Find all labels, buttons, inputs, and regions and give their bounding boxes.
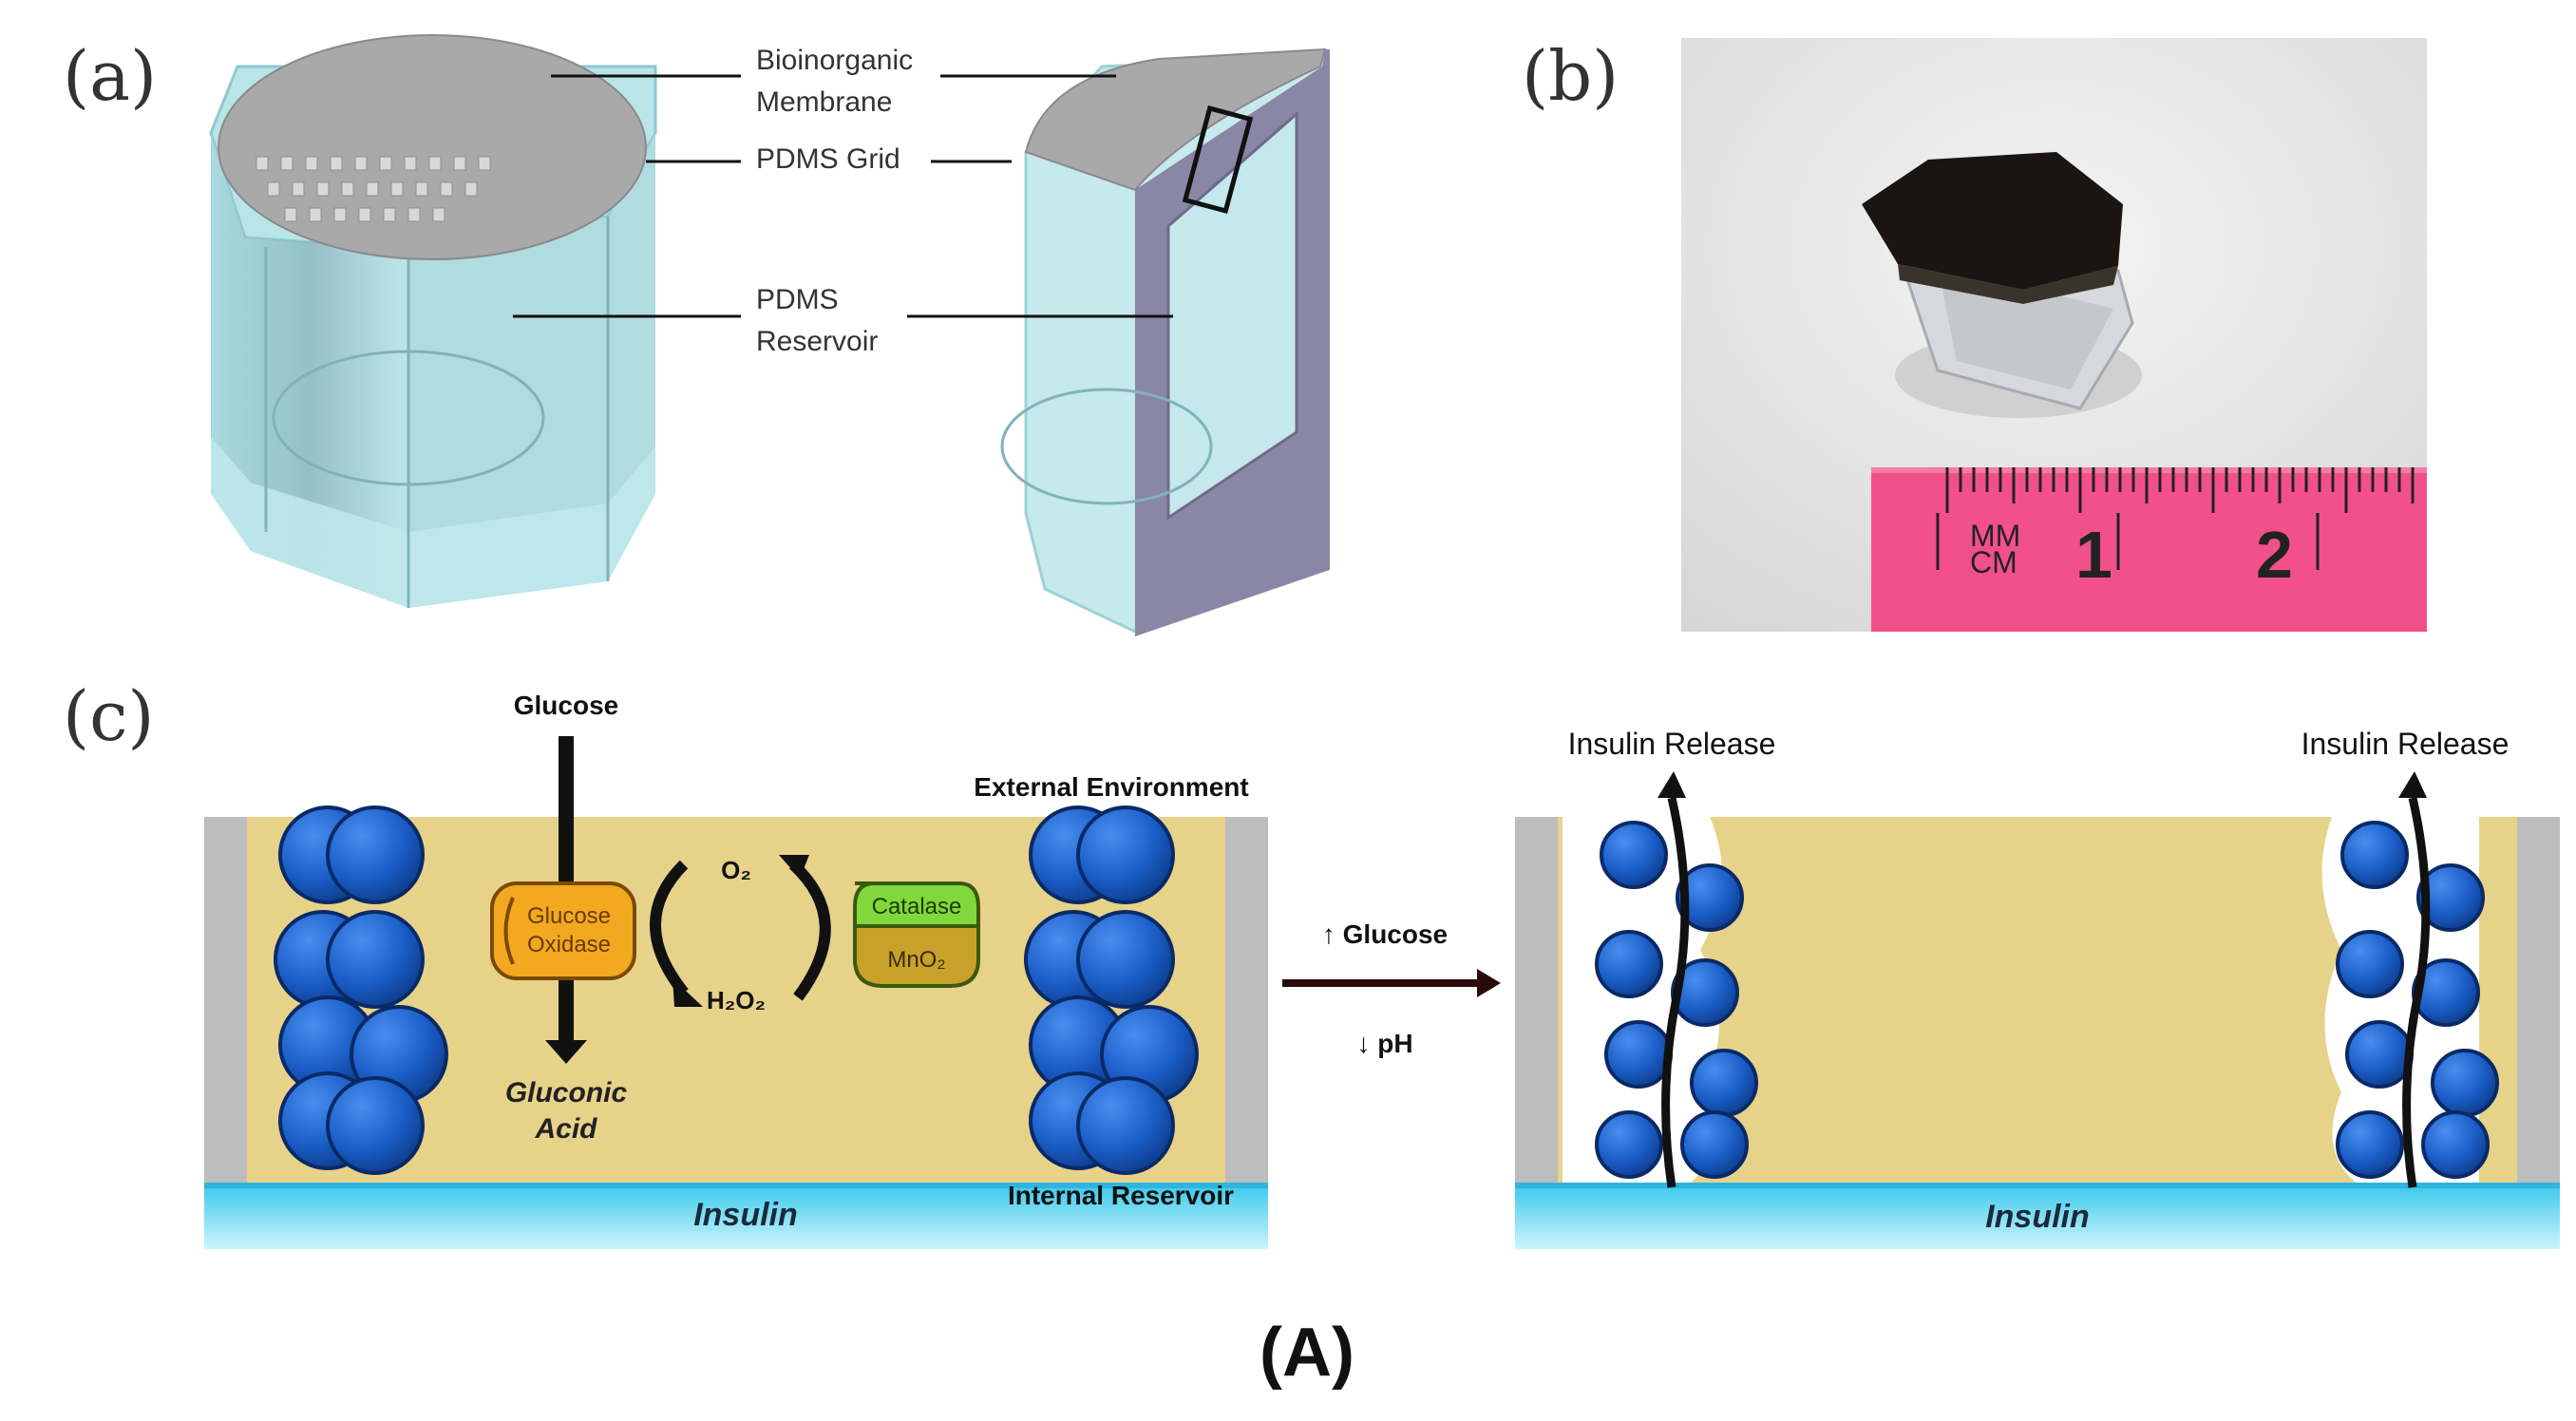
transition-arrow: ↑ Glucose ↓ pH (1282, 919, 1501, 1058)
ruler-mark-2: 2 (2256, 518, 2293, 592)
figure-caption: (A) (1260, 1315, 1354, 1391)
ruler-unit-mm: MM (1970, 519, 2020, 553)
panel-c-label: (c) (63, 676, 155, 756)
ruler-mark-1: 1 (2075, 518, 2112, 592)
schematic-closed-state: Glucose Oxidase Catalase MnO₂ O₂ H₂O₂ Gl… (204, 691, 1268, 1249)
insulin-label-right: Insulin (1985, 1199, 2090, 1235)
panel-b-label: (b) (1522, 36, 1619, 116)
callout-reservoir: PDMS Reservoir (756, 284, 879, 357)
panel-a-label: (a) (63, 36, 158, 116)
device-cross-section (1000, 47, 1330, 636)
enzyme-label-1: Glucose (527, 903, 611, 929)
bead-cluster-left (274, 805, 448, 1175)
product-label-1: Gluconic (505, 1077, 628, 1108)
glucose-increase-label: ↑ Glucose (1322, 919, 1448, 949)
external-environment-label: External Environment (974, 772, 1248, 802)
callout-grid: PDMS Grid (756, 143, 900, 175)
callout-lines (513, 74, 1173, 318)
callout-membrane: Bioinorganic Membrane (756, 45, 914, 118)
bead-cluster-right (1024, 805, 1199, 1175)
glucose-label: Glucose (514, 691, 618, 720)
ph-decrease-label: ↓ pH (1356, 1029, 1412, 1058)
enzyme-label-2: Oxidase (527, 932, 611, 957)
insulin-release-right: Insulin Release (2301, 727, 2510, 761)
mno2-label: MnO₂ (887, 947, 945, 973)
ruler-unit-cm: CM (1970, 545, 2017, 579)
bead-column-left (1595, 821, 1758, 1179)
insulin-label-left: Insulin (693, 1197, 798, 1233)
internal-reservoir-label: Internal Reservoir (1008, 1181, 1234, 1210)
device-photo: MM CM 1 2 (1681, 38, 2427, 632)
schematic-open-state: Insulin Release Insulin Release Insulin (1515, 727, 2560, 1249)
catalase-label: Catalase (872, 894, 962, 919)
o2-label: O₂ (721, 856, 751, 884)
insulin-release-left: Insulin Release (1568, 727, 1776, 761)
product-label-2: Acid (534, 1113, 597, 1145)
device-full-view (209, 34, 657, 608)
ruler: MM CM 1 2 (1871, 467, 2427, 632)
h2o2-label: H₂O₂ (707, 986, 766, 1014)
bead-column-right (2336, 821, 2499, 1179)
